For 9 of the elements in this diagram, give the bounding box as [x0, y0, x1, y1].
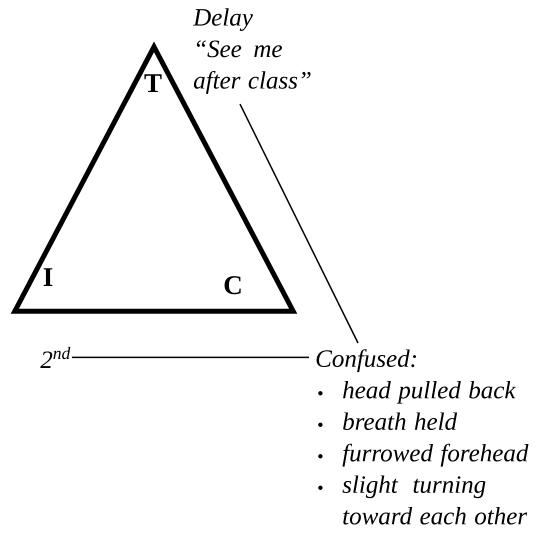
- leader-line: [239, 104, 359, 344]
- bullet-item: breath held: [318, 412, 458, 430]
- ordinal-text: 2$^{nd}$: [40, 346, 70, 368]
- bullet-item: head pulled back: [318, 380, 516, 404]
- leader-line: [72, 356, 309, 358]
- heading-text: Confused:: [316, 349, 416, 372]
- bullet-item: furrowed forehead: [318, 444, 528, 467]
- bullet-item: slight turning toward each other: [318, 475, 528, 525]
- note-text: Delay “See me after class”: [192, 8, 311, 94]
